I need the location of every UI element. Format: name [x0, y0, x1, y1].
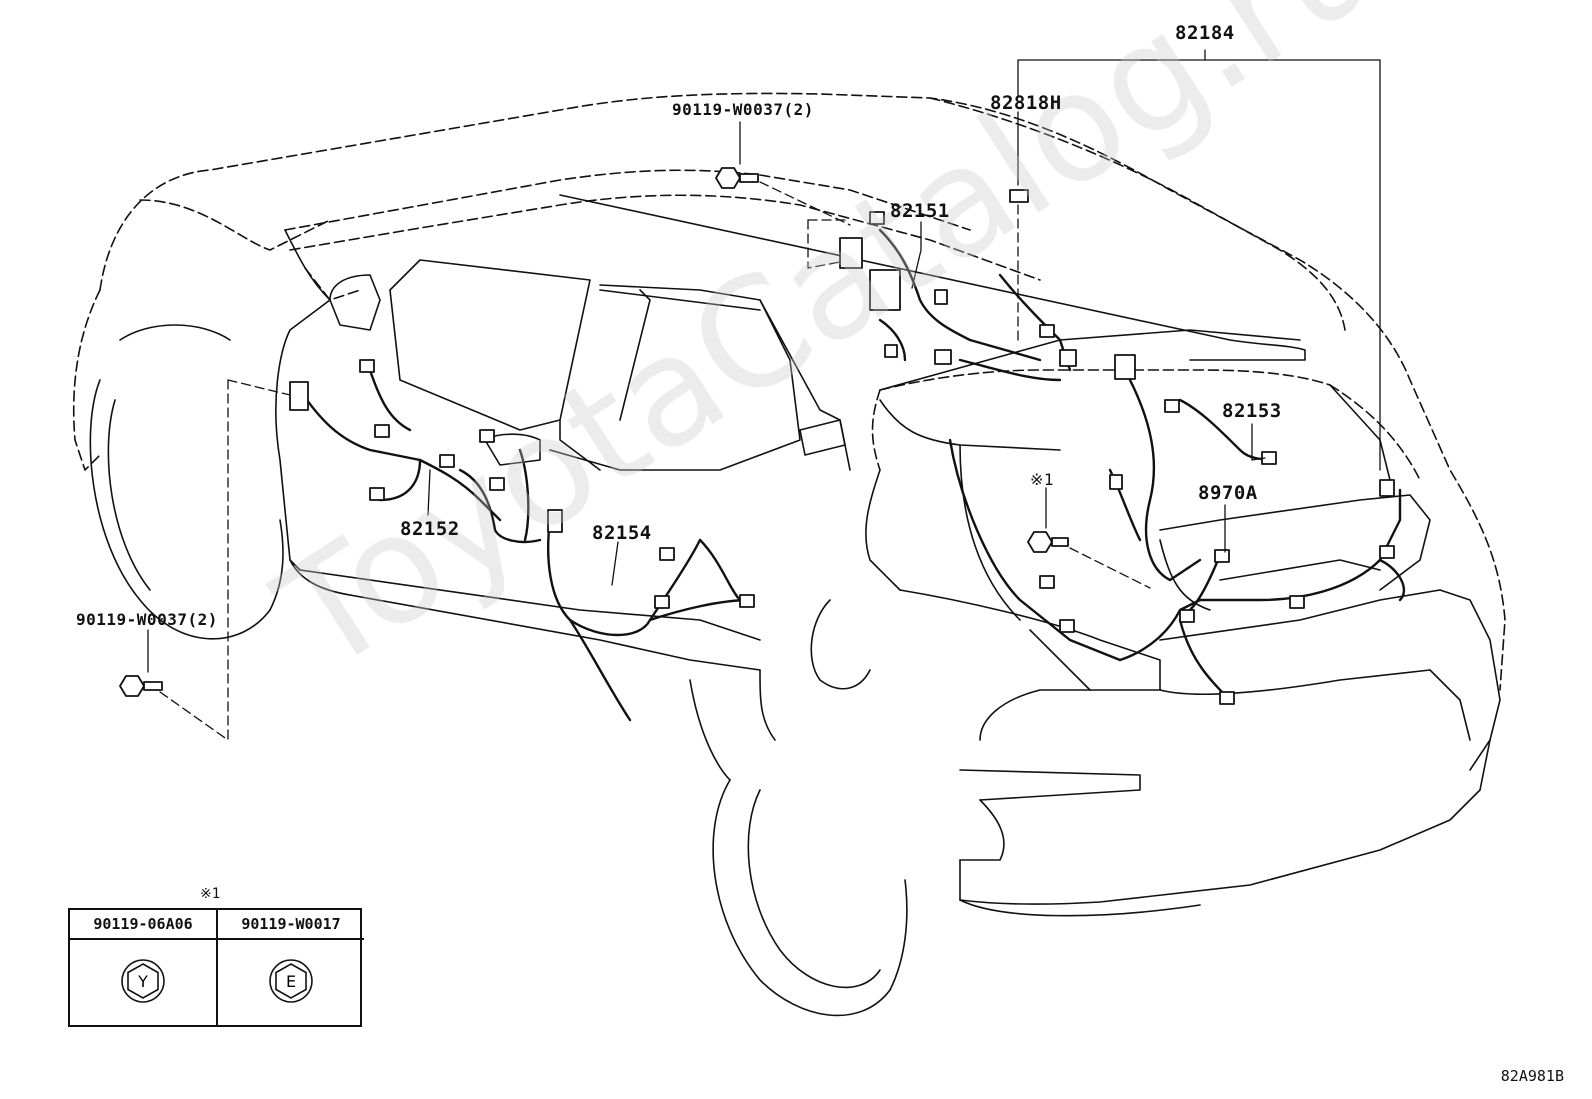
bolt-tailgate-icon — [1027, 531, 1069, 553]
leader-lines — [147, 49, 1381, 673]
connectors — [289, 189, 1395, 705]
label-8970A[interactable]: 8970A — [1198, 482, 1258, 504]
legend-column: 90119-W0017 E — [218, 910, 364, 1025]
label-82154[interactable]: 82154 — [592, 522, 652, 544]
label-bolt-top[interactable]: 90119-W0037(2) — [672, 100, 814, 119]
diagram-code: 82A981B — [1500, 1067, 1564, 1085]
wire-harness-front-door — [298, 368, 542, 544]
bolt-head-y-icon: Y — [121, 959, 165, 1003]
bolt-head-e-icon: E — [269, 959, 313, 1003]
legend-note-mark: ※1 — [200, 886, 221, 902]
legend-part-number[interactable]: 90119-06A06 — [70, 910, 216, 940]
bolt-icons — [119, 167, 1069, 697]
legend-table: 90119-06A06 Y 90119-W0017 E — [68, 908, 364, 1027]
bolt-left-icon — [119, 675, 163, 697]
legend-column: 90119-06A06 Y — [70, 910, 218, 1025]
bolt-top-icon — [715, 167, 759, 189]
legend-part-number[interactable]: 90119-W0017 — [218, 910, 364, 940]
car-body-solid — [89, 194, 1501, 1017]
dashed-leaders — [159, 181, 1151, 741]
bolt-symbol-letter: E — [286, 972, 296, 991]
label-82184[interactable]: 82184 — [1175, 22, 1235, 44]
label-82153[interactable]: 82153 — [1222, 400, 1282, 422]
wire-harness-back-door — [948, 378, 1406, 702]
bolt-symbol-letter: Y — [137, 972, 148, 991]
label-82818H[interactable]: 82818H — [990, 92, 1062, 114]
wire-harness-rear-door — [547, 518, 752, 722]
label-82151[interactable]: 82151 — [890, 200, 950, 222]
note-mark-tailgate: ※1 — [1030, 470, 1055, 489]
label-82152[interactable]: 82152 — [400, 518, 460, 540]
car-body-outline — [72, 92, 1506, 691]
wire-harness-roof — [878, 228, 1072, 382]
label-bolt-left[interactable]: 90119-W0037(2) — [76, 610, 218, 629]
